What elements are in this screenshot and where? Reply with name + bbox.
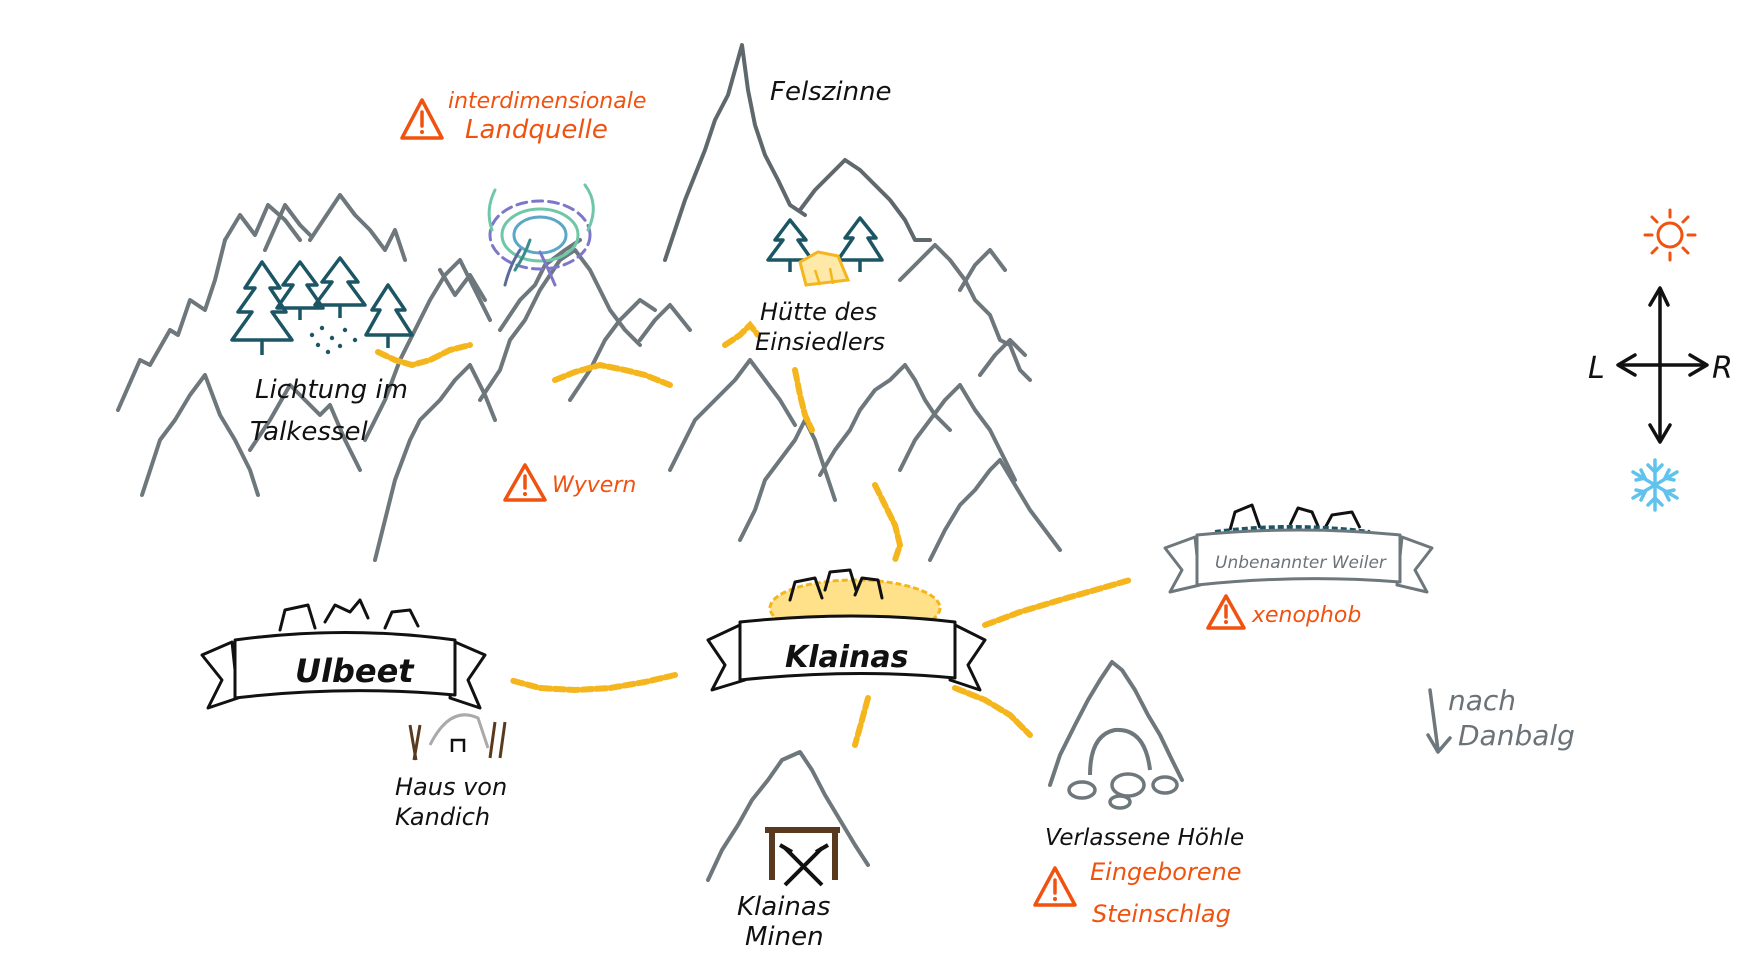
label-danbalg: Danbalg xyxy=(1458,719,1575,752)
label-hoehle-warn-2: Steinschlag xyxy=(1092,900,1231,928)
label-ulbeet: Ulbeet xyxy=(295,652,415,690)
trail-klainas-ulbeet xyxy=(507,672,678,694)
compass: L R xyxy=(1588,208,1733,512)
warning-icon xyxy=(503,463,547,502)
hut-icon xyxy=(766,216,884,287)
label-xenophob: xenophob xyxy=(1251,603,1361,628)
danbalg-direction: nach Danbalg xyxy=(1426,684,1575,754)
forest-icon xyxy=(230,256,414,355)
label-huette-2: Einsiedlers xyxy=(755,328,885,356)
label-felszinne: Felszinne xyxy=(770,77,892,107)
label-lichtung-1: Lichtung im xyxy=(255,375,408,405)
compass-cross xyxy=(1616,286,1709,444)
label-klainas: Klainas xyxy=(785,640,909,675)
trail-klainas-hoehle xyxy=(952,685,1033,738)
label-haus-2: Kandich xyxy=(395,803,490,831)
label-minen-2: Minen xyxy=(745,922,824,952)
banner-weiler xyxy=(1163,528,1434,594)
banner-klainas xyxy=(706,614,987,692)
landquelle-warning: interdimensionale Landquelle xyxy=(400,89,646,145)
weiler-town: Unbenannter Weiler xyxy=(1163,503,1434,594)
sun-icon xyxy=(1643,208,1697,262)
label-minen-1: Klainas xyxy=(737,892,830,922)
label-landquelle-2: Landquelle xyxy=(465,115,608,145)
trail-klainas-minen xyxy=(852,695,871,748)
weiler-warning: xenophob xyxy=(1206,594,1361,630)
trails xyxy=(375,320,1133,748)
portal-icon xyxy=(487,183,595,287)
trail-center-ridge xyxy=(552,361,673,388)
trail-ridge-klainas xyxy=(872,482,904,563)
cave-icon xyxy=(1048,660,1184,810)
label-nach: nach xyxy=(1448,684,1516,717)
label-wyvern: Wyvern xyxy=(552,473,636,498)
label-hoehle: Verlassene Höhle xyxy=(1045,825,1244,851)
mine-icon xyxy=(706,750,870,887)
label-weiler: Unbenannter Weiler xyxy=(1215,553,1387,573)
label-lichtung-2: Talkessel xyxy=(250,417,368,447)
house-icon xyxy=(408,713,507,761)
warning-icon xyxy=(1206,594,1246,630)
trail-huette-down xyxy=(792,367,815,433)
ulbeet-town: Ulbeet xyxy=(200,598,487,710)
hoehle-warning: Eingeborene Steinschlag xyxy=(1033,858,1242,928)
trail-huette xyxy=(722,320,761,348)
banner-ulbeet xyxy=(200,631,487,710)
wyvern-warning: Wyvern xyxy=(503,463,636,502)
trail-klainas-weiler xyxy=(982,577,1133,628)
label-landquelle-1: interdimensionale xyxy=(448,89,646,114)
compass-left: L xyxy=(1588,351,1605,386)
trail-lichtung-landquelle xyxy=(375,342,473,369)
clearing-dots xyxy=(309,325,358,355)
label-huette-1: Hütte des xyxy=(760,298,877,326)
compass-right: R xyxy=(1712,351,1733,386)
label-haus-1: Haus von xyxy=(395,773,507,801)
klainas-town: Klainas xyxy=(706,568,987,692)
warning-icon xyxy=(400,98,444,140)
warning-icon xyxy=(1033,866,1077,907)
snowflake-icon xyxy=(1631,458,1679,512)
label-hoehle-warn-1: Eingeborene xyxy=(1090,858,1242,886)
mountain-range xyxy=(116,43,1062,562)
